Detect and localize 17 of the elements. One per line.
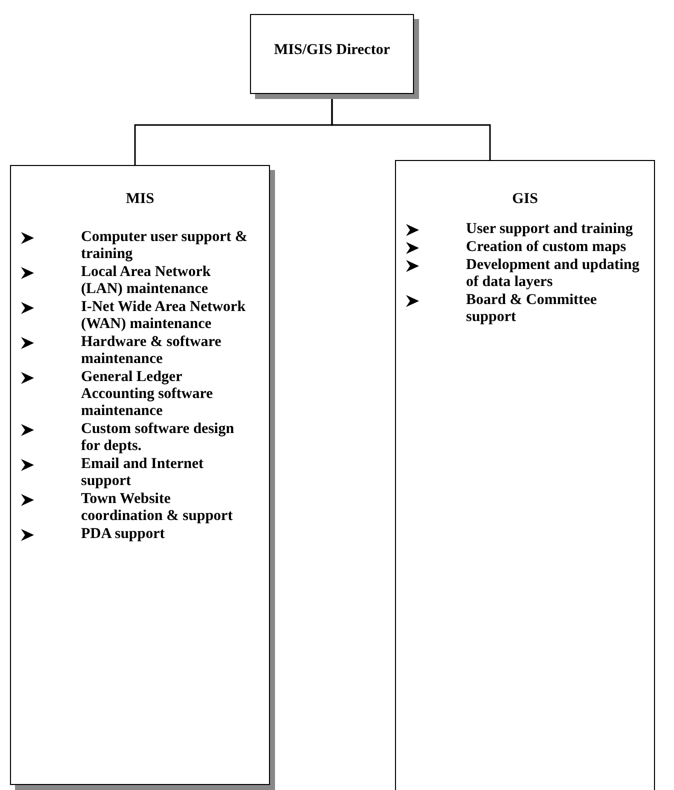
list-item: Custom software design for depts. [81,421,236,455]
list-item: Board & Committee support [466,292,598,326]
box-heading: MIS/GIS Director [273,42,391,59]
list-item: User support and training [466,221,634,238]
list-item: I-Net Wide Area Network (WAN) maintenance [81,299,247,333]
box-heading: MIS [124,191,156,208]
list-item: Hardware & software maintenance [81,334,222,368]
department-box [395,160,655,790]
list-item: PDA support [81,526,166,543]
list-item: Town Website coordination & support [81,491,234,525]
box-heading: GIS [511,191,539,208]
list-item: Development and updating of data layers [466,257,640,291]
list-item: Email and Internet support [81,456,205,490]
list-item: Computer user support & training [81,229,249,263]
list-item: Local Area Network (LAN) maintenance [81,264,212,298]
list-item: Creation of custom maps [466,239,628,256]
list-item: General Ledger Accounting software maintenance [81,369,214,420]
